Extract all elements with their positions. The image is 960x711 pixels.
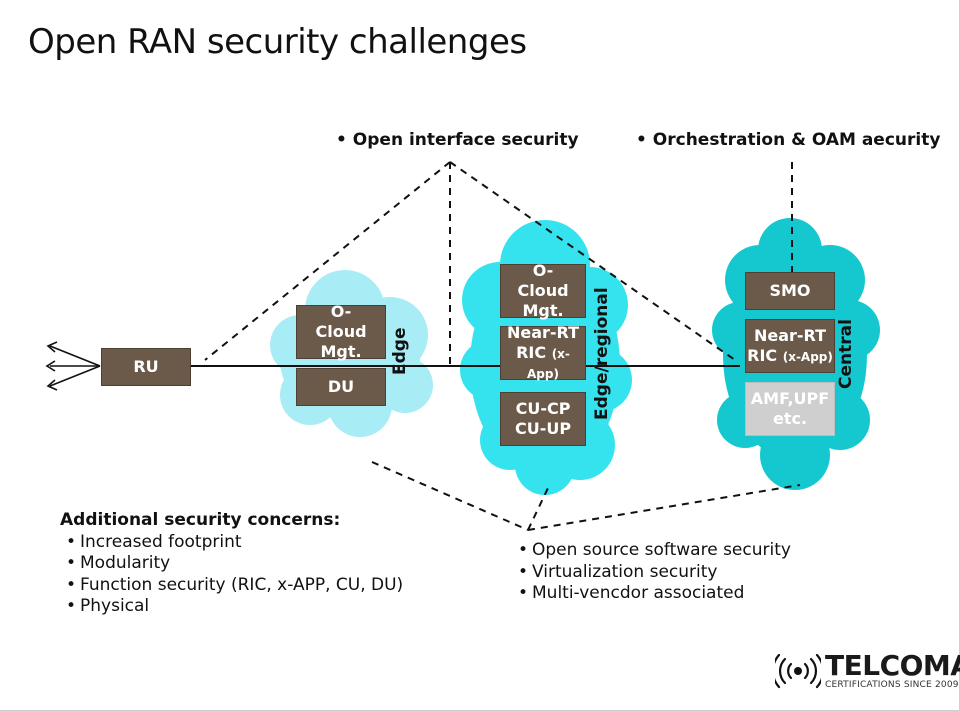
regional-ric-box: Near-RT RIC (x-App) — [500, 323, 586, 381]
smo-box: SMO — [745, 272, 835, 310]
edge-ocloud-label: O-Cloud Mgt. — [315, 302, 367, 361]
logo-tagline: CERTIFICATIONS SINCE 2009 — [825, 680, 959, 690]
regional-ocloud-box: O-Cloud Mgt. — [500, 261, 586, 320]
list-item: Physical — [60, 596, 403, 618]
central-ric-line2: RIC — [747, 346, 778, 365]
additional-heading: Additional security concerns: — [60, 510, 341, 530]
central-ric-box: Near-RT RIC (x-App) — [745, 319, 835, 373]
regional-label: Edge/regional — [592, 287, 612, 420]
list-item: Open source software security — [512, 540, 791, 562]
logo-name: TELCOMA — [825, 649, 960, 682]
page-title: Open RAN security challenges — [28, 22, 527, 62]
additional-list: Increased footprint Modularity Function … — [60, 532, 403, 618]
regional-ric-line2: RIC — [516, 343, 547, 362]
central-ric-line1: Near-RT — [753, 326, 827, 345]
signal-icon — [775, 653, 821, 689]
list-item: Virtualization security — [512, 562, 791, 584]
telcoma-logo: TELCOMA CERTIFICATIONS SINCE 2009 — [775, 652, 960, 690]
regional-ocloud-label: O-Cloud Mgt. — [517, 261, 569, 320]
edge-ocloud-box: O-Cloud Mgt. — [296, 302, 386, 361]
regional-ric-line1: Near-RT — [506, 323, 580, 342]
cu-cp-label: CU-CP — [515, 399, 571, 418]
list-item: Function security (RIC, x-APP, CU, DU) — [60, 575, 403, 597]
bullet-orchestration: • Orchestration & OAM aecurity — [636, 130, 941, 150]
interface-dashes — [204, 161, 793, 366]
antenna-icon — [45, 341, 101, 391]
core-line1: AMF,UPF — [750, 389, 830, 408]
additional-concerns: Additional security concerns: Increased … — [60, 510, 403, 618]
orchestration-label: Orchestration & OAM aecurity — [652, 130, 941, 150]
list-item: Multi-vencdor associated — [512, 583, 791, 605]
cu-box: CU-CP CU-UP — [500, 392, 586, 446]
du-box: DU — [296, 368, 386, 406]
cu-up-label: CU-UP — [514, 419, 572, 438]
software-dashes — [371, 461, 801, 531]
smo-label: SMO — [769, 281, 811, 300]
core-box: AMF,UPF etc. — [745, 382, 835, 436]
open-interface-label: Open interface security — [352, 130, 579, 150]
central-label: Central — [836, 319, 856, 389]
software-concerns: Open source software security Virtualiza… — [512, 540, 791, 605]
ru-box: RU — [101, 348, 191, 386]
ru-label: RU — [133, 357, 159, 376]
du-label: DU — [327, 377, 355, 396]
edge-label: Edge — [390, 327, 410, 375]
regional-ric-small: (x-App) — [527, 347, 570, 381]
list-item: Modularity — [60, 553, 403, 575]
central-ric-small: (x-App) — [782, 350, 833, 364]
software-list: Open source software security Virtualiza… — [512, 540, 791, 605]
core-line2: etc. — [772, 409, 808, 428]
bullet-open-interface: • Open interface security — [336, 130, 579, 150]
list-item: Increased footprint — [60, 532, 403, 554]
